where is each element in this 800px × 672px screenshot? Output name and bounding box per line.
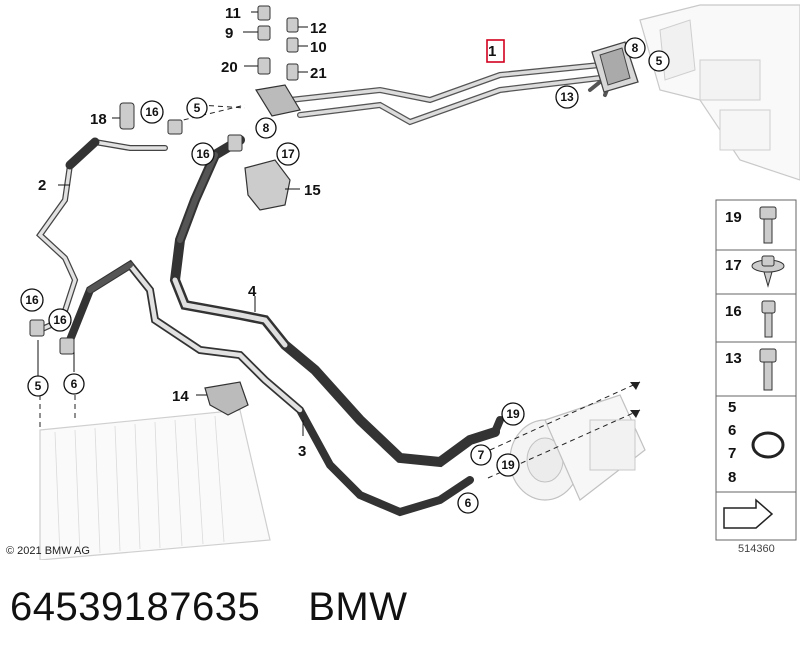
part-labels: 1 2 3 4 9 10 11 12 14 15 18 20 21 bbox=[38, 5, 505, 460]
label-part-14: 14 bbox=[172, 388, 189, 405]
label-part-9: 9 bbox=[225, 25, 233, 42]
callout-8-top: 8 bbox=[624, 37, 646, 59]
o-ring-seal-icon bbox=[751, 431, 785, 459]
callout-6-bottom: 6 bbox=[457, 492, 479, 514]
callout-19-b: 19 bbox=[496, 453, 520, 477]
svg-text:6: 6 bbox=[71, 377, 78, 391]
svg-text:6: 6 bbox=[465, 496, 472, 510]
svg-text:16: 16 bbox=[145, 105, 159, 119]
callout-8-left: 8 bbox=[255, 117, 277, 139]
label-part-2: 2 bbox=[38, 177, 46, 194]
callout-16-c: 16 bbox=[20, 288, 44, 312]
label-part-18: 18 bbox=[90, 111, 107, 128]
label-part-3: 3 bbox=[298, 443, 306, 460]
bracket-part-15[interactable] bbox=[244, 159, 291, 211]
callout-5-right: 5 bbox=[648, 50, 670, 72]
diagram-id: 514360 bbox=[738, 543, 775, 555]
highlight-box-part-1 bbox=[486, 39, 505, 63]
kit-item-19: 19 bbox=[725, 209, 742, 226]
part-caption: 64539187635 BMW bbox=[10, 585, 407, 630]
svg-text:5: 5 bbox=[194, 101, 201, 115]
guide-arrows bbox=[630, 382, 640, 418]
callout-17: 17 bbox=[276, 142, 300, 166]
callouts: 5 5 5 6 6 7 8 8 13 16 16 16 16 17 19 19 bbox=[20, 37, 670, 514]
kit-seal-8: 8 bbox=[728, 469, 736, 486]
label-part-11: 11 bbox=[225, 5, 241, 22]
callout-16-b: 16 bbox=[191, 142, 215, 166]
pipe-fitting-block bbox=[255, 84, 301, 117]
brand-name: BMW bbox=[308, 585, 408, 629]
label-part-21: 21 bbox=[310, 65, 327, 82]
callout-5-left: 5 bbox=[27, 375, 49, 397]
ac-pipe-part-2[interactable] bbox=[36, 137, 168, 333]
washer-nut-17-icon bbox=[751, 255, 785, 288]
svg-text:7: 7 bbox=[478, 448, 485, 462]
svg-text:17: 17 bbox=[281, 147, 295, 161]
bracket-part-14[interactable] bbox=[204, 381, 249, 416]
callout-16-a: 16 bbox=[140, 100, 164, 124]
bolt-16-icon bbox=[761, 300, 776, 338]
callout-7: 7 bbox=[470, 444, 492, 466]
leader-lines bbox=[37, 11, 308, 436]
callout-13: 13 bbox=[555, 85, 579, 109]
svg-text:16: 16 bbox=[196, 147, 210, 161]
compressor-illustration bbox=[509, 394, 646, 501]
bolt-13-icon bbox=[759, 348, 777, 391]
attachment-arrow-icon bbox=[723, 498, 774, 529]
svg-text:16: 16 bbox=[53, 313, 67, 327]
label-part-4: 4 bbox=[248, 283, 257, 300]
label-part-12: 12 bbox=[310, 20, 327, 37]
kit-seal-5: 5 bbox=[728, 399, 736, 416]
valve-caps[interactable] bbox=[257, 5, 299, 81]
label-part-15: 15 bbox=[304, 182, 321, 199]
callout-19-a: 19 bbox=[501, 402, 525, 426]
kit-seal-6: 6 bbox=[728, 422, 736, 439]
kit-item-16: 16 bbox=[725, 303, 742, 320]
copyright-text: © 2021 BMW AG bbox=[6, 545, 90, 557]
fitting-part-18[interactable] bbox=[119, 102, 135, 130]
callout-5-top: 5 bbox=[186, 97, 208, 119]
ac-hose-part-3[interactable] bbox=[66, 259, 474, 517]
svg-text:5: 5 bbox=[656, 54, 663, 68]
label-part-1: 1 bbox=[488, 43, 496, 60]
svg-text:5: 5 bbox=[35, 379, 42, 393]
ac-hose-part-4[interactable] bbox=[169, 135, 504, 468]
small-fittings bbox=[29, 119, 243, 355]
callout-16-d: 16 bbox=[48, 308, 72, 332]
hardware-kit-panel: 19 17 16 13 5 6 7 8 bbox=[715, 199, 797, 541]
parts-diagram: 1 2 3 4 9 10 11 12 14 15 18 20 21 5 5 5 … bbox=[6, 4, 800, 560]
bolt-19-icon bbox=[759, 206, 777, 244]
svg-text:8: 8 bbox=[632, 41, 639, 55]
label-part-10: 10 bbox=[310, 39, 327, 56]
kit-seal-7: 7 bbox=[728, 445, 736, 462]
kit-item-13: 13 bbox=[725, 350, 742, 367]
callout-6-left: 6 bbox=[63, 373, 85, 395]
part-number: 64539187635 bbox=[10, 585, 261, 629]
svg-text:13: 13 bbox=[560, 90, 574, 104]
evaporator-housing-illustration bbox=[639, 4, 800, 181]
svg-text:16: 16 bbox=[25, 293, 39, 307]
pipe-flange bbox=[591, 41, 639, 93]
label-part-20: 20 bbox=[221, 59, 238, 76]
svg-text:19: 19 bbox=[506, 407, 520, 421]
svg-text:19: 19 bbox=[501, 458, 515, 472]
kit-item-17: 17 bbox=[725, 257, 742, 274]
radiator-illustration bbox=[39, 409, 271, 560]
svg-text:8: 8 bbox=[263, 121, 270, 135]
